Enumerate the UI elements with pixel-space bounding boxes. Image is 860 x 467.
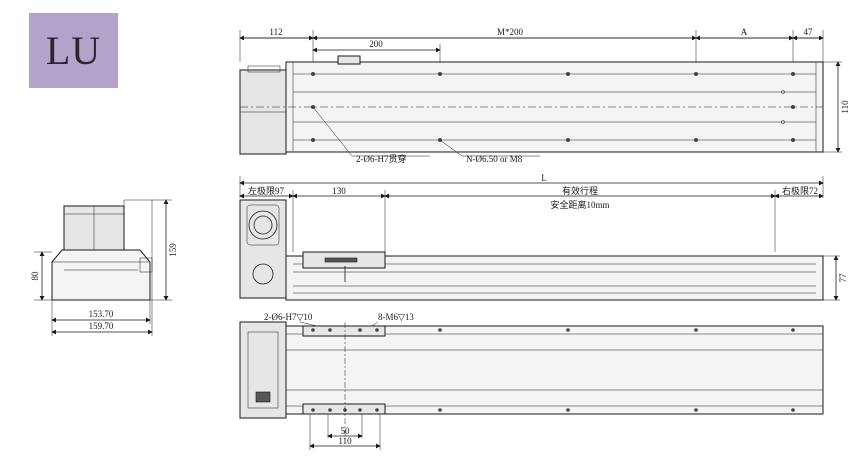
front-view: L 左极限97 130 有效行程 安全距离10mm 右极限72 bbox=[239, 173, 848, 301]
bottom-motor bbox=[239, 321, 287, 419]
dim-safety: 安全距离10mm bbox=[550, 199, 609, 210]
series-label: LU bbox=[45, 28, 102, 73]
dim-top-height: 110 bbox=[840, 100, 850, 114]
bottom-body bbox=[285, 325, 824, 415]
dim-stroke: 有效行程 bbox=[562, 185, 598, 196]
dim-carriage-width: 50 bbox=[341, 426, 351, 436]
dim-end-height-base: 80 bbox=[30, 271, 40, 281]
dim-right-offset: 47 bbox=[804, 27, 814, 37]
bottom-holes bbox=[311, 328, 795, 412]
end-view: 159 80 153.70 159.70 bbox=[30, 199, 178, 336]
dim-carriage: 130 bbox=[332, 186, 346, 196]
dim-end-width-inner: 153.70 bbox=[89, 309, 114, 319]
dim-right-limit: 右极限72 bbox=[782, 185, 818, 196]
dim-pitch-repeat: M*200 bbox=[497, 27, 524, 37]
dim-variable: A bbox=[741, 27, 748, 37]
dim-carriage-length: 110 bbox=[338, 436, 352, 446]
dim-total-length: L bbox=[541, 173, 547, 183]
top-view: 112 200 M*200 A 47 bbox=[239, 27, 850, 164]
callout-top-mount-holes: N-Ø6.50 or M8 bbox=[466, 154, 523, 164]
callout-bottom-pin-holes: 2-Ø6-H7▽10 bbox=[264, 312, 313, 322]
dim-end-height-total: 159 bbox=[168, 243, 178, 257]
dim-end-width-outer: 159.70 bbox=[89, 321, 114, 331]
bottom-view: 2-Ø6-H7▽10 8-M6▽13 bbox=[239, 312, 824, 450]
top-body bbox=[285, 61, 824, 153]
dim-left-offset: 112 bbox=[269, 27, 282, 37]
dim-front-height: 77 bbox=[838, 273, 848, 283]
series-badge: LU bbox=[29, 13, 118, 88]
dim-pitch-first: 200 bbox=[369, 39, 383, 49]
dim-left-limit: 左极限97 bbox=[248, 185, 285, 196]
callout-top-pin-holes: 2-Ø6-H7贯穿 bbox=[356, 153, 407, 164]
callout-bottom-thread-holes: 8-M6▽13 bbox=[378, 312, 414, 322]
end-body bbox=[51, 249, 151, 301]
